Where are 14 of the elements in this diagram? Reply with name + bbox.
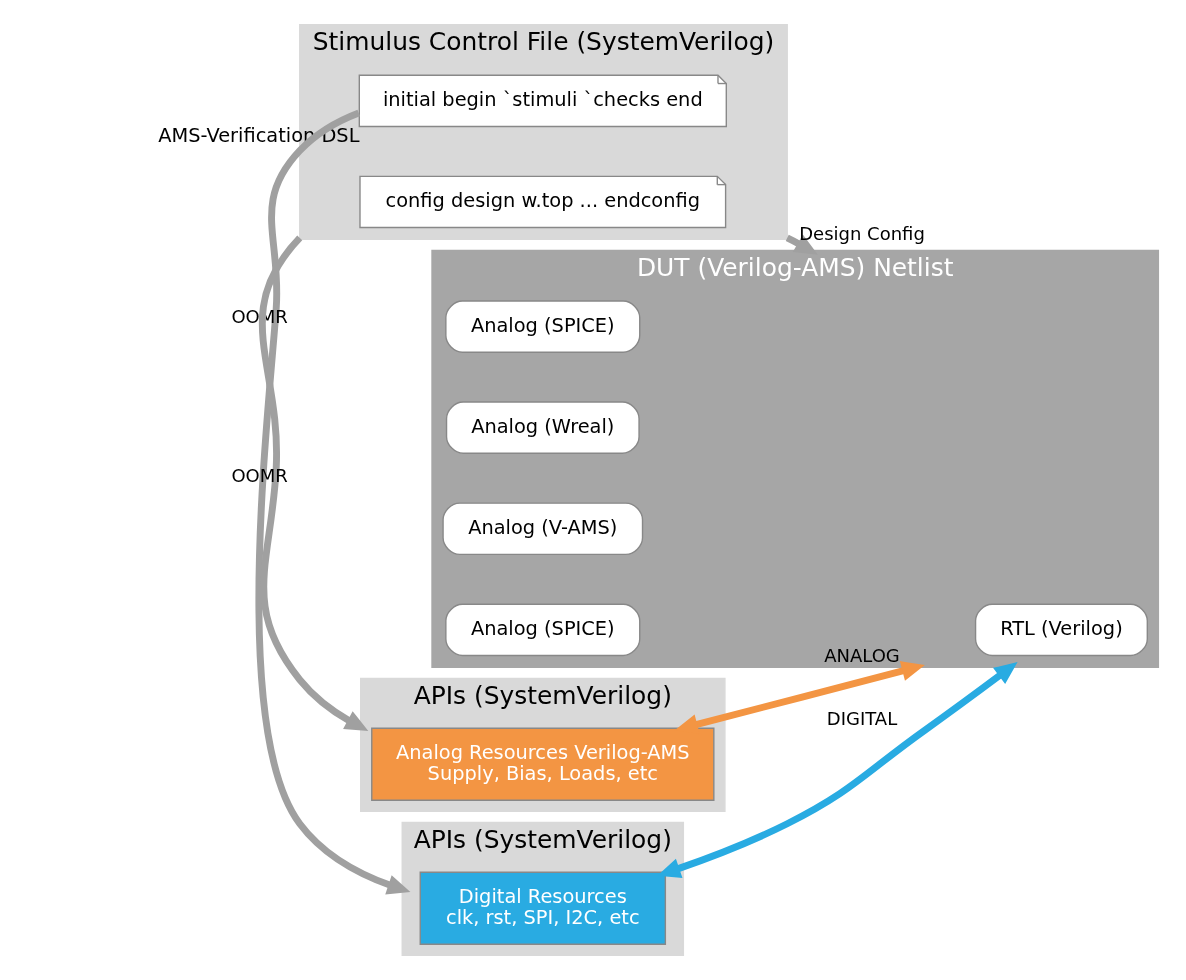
edge-label: DIGITAL xyxy=(826,707,898,729)
arrow xyxy=(255,109,411,895)
node-box: Analog (Wreal) xyxy=(445,401,640,454)
edge-label: OOMR xyxy=(231,465,288,487)
node-box: Analog Resources Verilog-AMS Supply, Bias, Loads, etc xyxy=(371,727,715,801)
edge-label: ANALOG xyxy=(824,645,900,667)
node-box: RTL (Verilog) xyxy=(974,603,1148,657)
arrow xyxy=(259,235,369,731)
node-box: Digital Resources clk, rst, SPI, I2C, etc xyxy=(419,871,667,945)
node-box: Analog (SPICE) xyxy=(445,300,641,353)
node-box: Analog (V-AMS) xyxy=(442,502,644,556)
node-box: Analog (SPICE) xyxy=(445,603,641,657)
edge-label: Design Config xyxy=(799,222,925,244)
arrow xyxy=(657,662,1018,878)
